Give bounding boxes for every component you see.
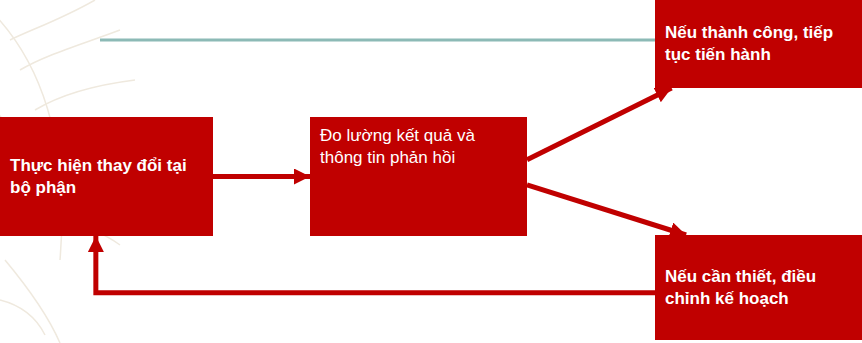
outcome-box: Nếu cần thiết, điều chỉnh kế hoạch — [655, 235, 862, 340]
node-label: Nếu cần thiết, điều chỉnh kế hoạch — [665, 266, 852, 310]
flow-arrow — [213, 174, 310, 179]
outcome-box: Nếu thành công, tiếp tục tiến hành — [655, 0, 862, 88]
process-box: Đo lường kết quả và thông tin phản hồi — [310, 117, 527, 236]
node-label: Thực hiện thay đổi tại bộ phận — [10, 155, 203, 199]
process-box: Thực hiện thay đổi tại bộ phận — [0, 117, 213, 236]
flow-arrow — [527, 185, 686, 235]
accent-rule — [100, 39, 655, 42]
node-label: Nếu thành công, tiếp tục tiến hành — [665, 22, 852, 66]
node-label: Đo lường kết quả và thông tin phản hồi — [320, 125, 517, 169]
flow-arrow — [527, 88, 672, 160]
flow-arrow — [96, 236, 655, 293]
